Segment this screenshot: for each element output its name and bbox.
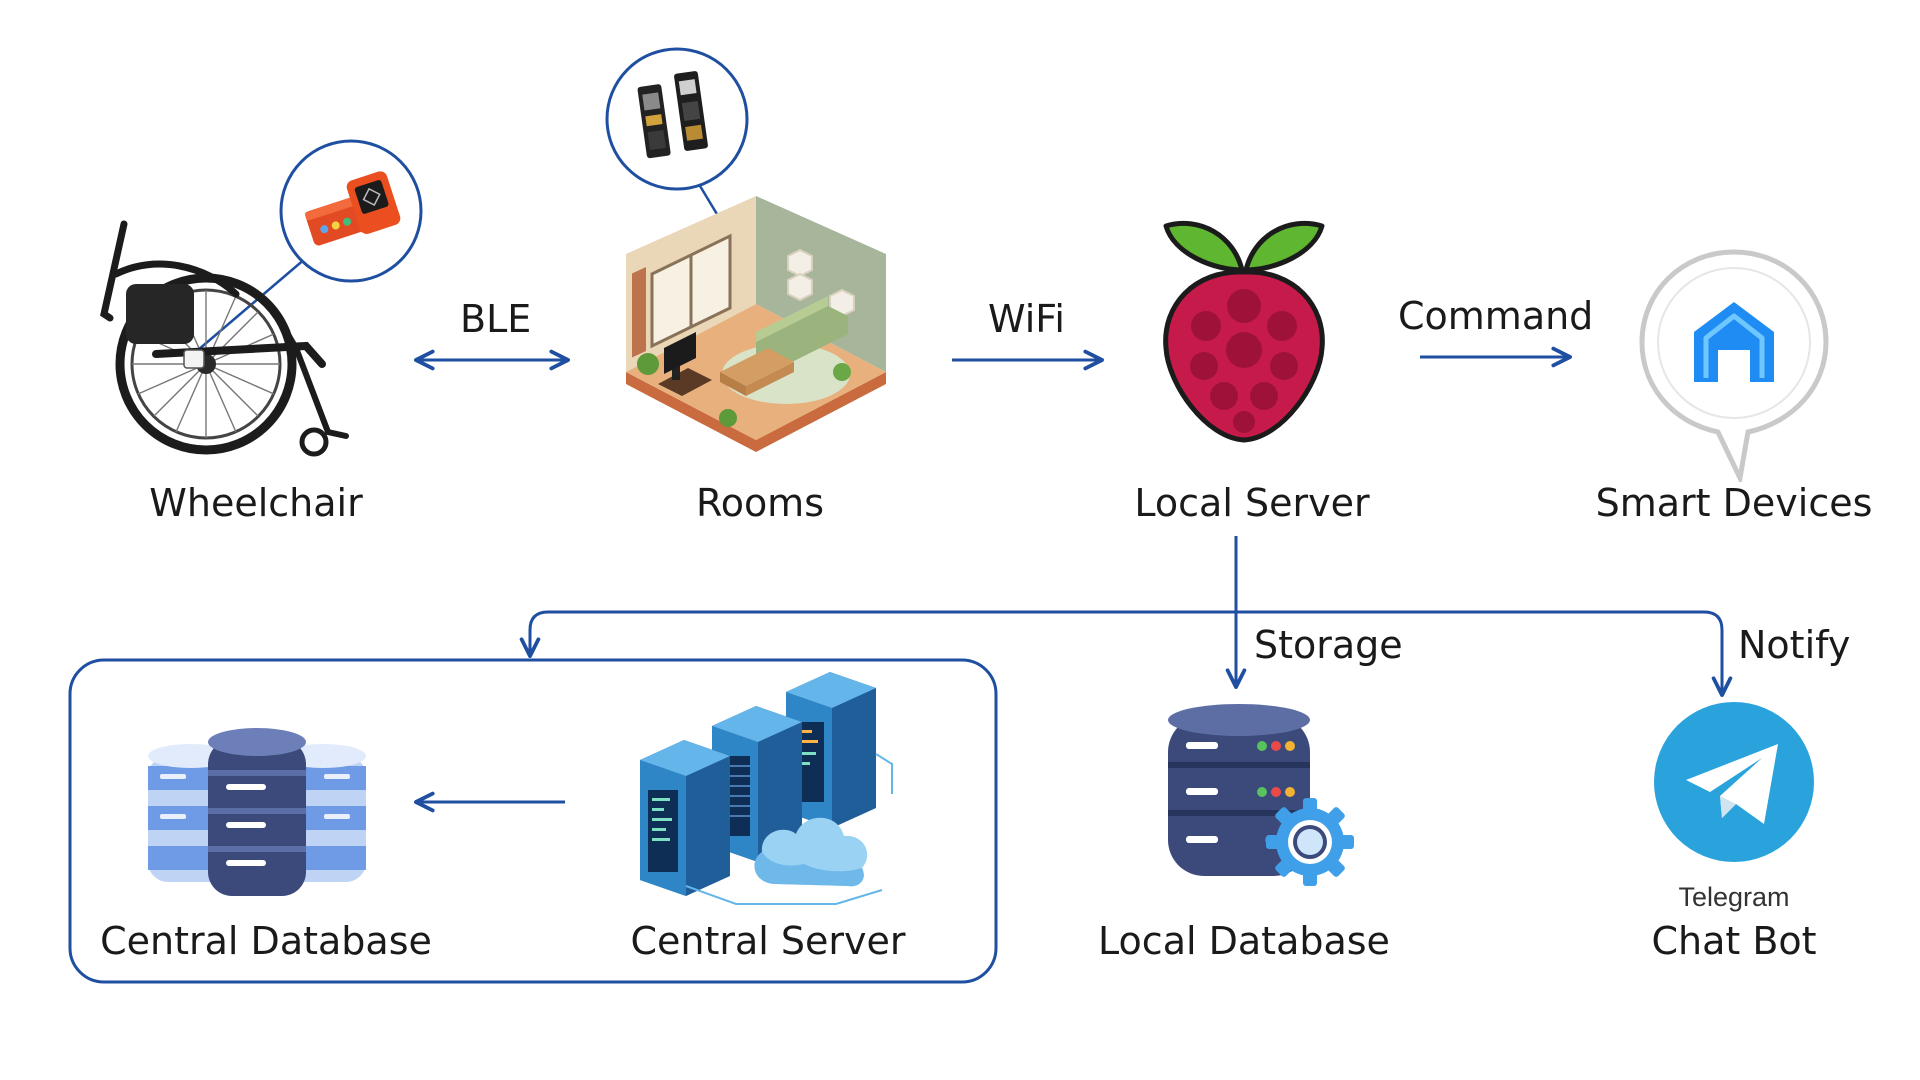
wheelchair-icon [100,220,349,457]
central-database-label: Central Database [100,919,432,963]
notify-arrow [1236,610,1733,697]
telegram-icon [1654,702,1814,862]
database-gear-icon [1168,704,1354,886]
esp32-board-icon [605,47,749,191]
ble-tag-device-icon [279,139,423,283]
notify-edge-label: Notify [1738,623,1851,667]
local-server-label: Local Server [1134,481,1370,525]
raspberry-pi-icon [1163,220,1325,443]
central-group-frame [68,658,998,984]
server-rack-cloud-icon [640,672,893,905]
storage-edge-label: Storage [1254,623,1403,667]
wifi-edge-label: WiFi [988,297,1065,341]
telegram-wordmark: Telegram [1678,882,1790,912]
bus-to-central-arrow [519,610,1236,658]
central-server-label: Central Server [630,919,906,963]
chat-bot-label: Chat Bot [1651,919,1817,963]
ble-tag-pointer [197,257,307,351]
local-database-label: Local Database [1098,919,1390,963]
rooms-label: Rooms [695,481,825,525]
isometric-room-icon [626,196,886,452]
ble-edge-label: BLE [460,297,532,341]
smart-devices-label: Smart Devices [1595,481,1873,525]
command-edge-label: Command [1398,294,1594,338]
database-stack-icon [148,728,366,896]
smart-home-bubble-icon [1639,249,1829,482]
wheelchair-label: Wheelchair [149,481,363,525]
